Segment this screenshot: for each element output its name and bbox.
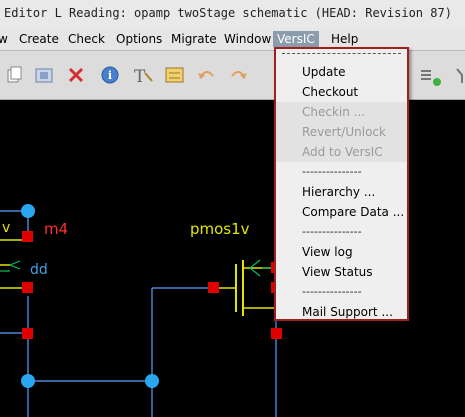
swap-icon[interactable] xyxy=(165,67,184,83)
pin-marker[interactable] xyxy=(208,282,219,293)
cell-label-pmos1v: pmos1v xyxy=(190,220,250,238)
svg-text:T: T xyxy=(134,67,146,87)
menu-item-checkin: Checkin ... xyxy=(276,102,407,122)
delete-icon[interactable] xyxy=(68,67,84,83)
menu-separator: --------------- xyxy=(302,165,362,178)
menu-item-compare-data[interactable]: Compare Data ... xyxy=(302,205,405,219)
copy-icon[interactable] xyxy=(7,66,22,83)
menu-window[interactable]: Window xyxy=(224,32,272,46)
text-icon[interactable]: T xyxy=(134,67,153,87)
pin-marker[interactable] xyxy=(22,328,33,339)
menu-check[interactable]: Check xyxy=(68,32,105,46)
node-dot[interactable] xyxy=(145,374,159,388)
menu-options[interactable]: Options xyxy=(116,32,163,46)
menu-create[interactable]: Create xyxy=(19,32,59,46)
undo-icon[interactable] xyxy=(198,71,214,79)
menu-tearoff-separator[interactable] xyxy=(282,53,401,54)
menu-view[interactable]: w xyxy=(0,32,8,46)
menu-item-checkout[interactable]: Checkout xyxy=(302,85,359,99)
menu-help[interactable]: Help xyxy=(331,32,359,46)
node-dots xyxy=(21,204,159,388)
wire-net xyxy=(0,210,277,417)
pmos-device-left[interactable] xyxy=(0,239,28,289)
menu-item-hierarchy[interactable]: Hierarchy ... xyxy=(302,185,376,199)
pin-icon[interactable] xyxy=(421,70,441,86)
menu-item-update[interactable]: Update xyxy=(302,65,346,79)
menu-item-add-to-versic: Add to VersIC xyxy=(276,142,407,162)
node-dot[interactable] xyxy=(21,374,35,388)
menu-versic[interactable]: VersIC xyxy=(273,31,319,47)
toolbar-icons: i T xyxy=(7,66,463,87)
label-v-left: v xyxy=(2,220,11,236)
redo-icon[interactable] xyxy=(231,71,247,79)
instance-label-m4: m4 xyxy=(44,220,69,238)
menu-migrate[interactable]: Migrate xyxy=(171,32,217,46)
pmos-device-right[interactable] xyxy=(214,259,276,316)
menu-item-mail-support[interactable]: Mail Support ... xyxy=(302,305,393,319)
window-titlebar: Editor L Reading: opamp twoStage schemat… xyxy=(0,0,465,29)
pin-marker[interactable] xyxy=(22,231,33,242)
window-title: Editor L Reading: opamp twoStage schemat… xyxy=(4,6,452,20)
versic-dropdown-menu: Update Checkout Checkin ... Revert/Unloc… xyxy=(274,47,409,321)
menu-item-revert-unlock: Revert/Unlock xyxy=(276,122,407,142)
svg-text:i: i xyxy=(108,69,112,82)
menu-separator: --------------- xyxy=(302,285,362,298)
menu-item-view-log[interactable]: View log xyxy=(302,245,353,259)
wire-icon[interactable] xyxy=(456,68,463,83)
menu-item-view-status[interactable]: View Status xyxy=(302,265,373,279)
stretch-icon[interactable] xyxy=(35,68,53,83)
info-icon[interactable]: i xyxy=(101,66,119,84)
node-dot[interactable] xyxy=(21,204,35,218)
menu-bar: w Create Check Options Migrate Window Ve… xyxy=(0,28,465,51)
pin-marker[interactable] xyxy=(22,282,33,293)
menu-separator: --------------- xyxy=(302,225,362,238)
net-label-dd: dd xyxy=(30,262,48,278)
pin-marker[interactable] xyxy=(271,328,282,339)
